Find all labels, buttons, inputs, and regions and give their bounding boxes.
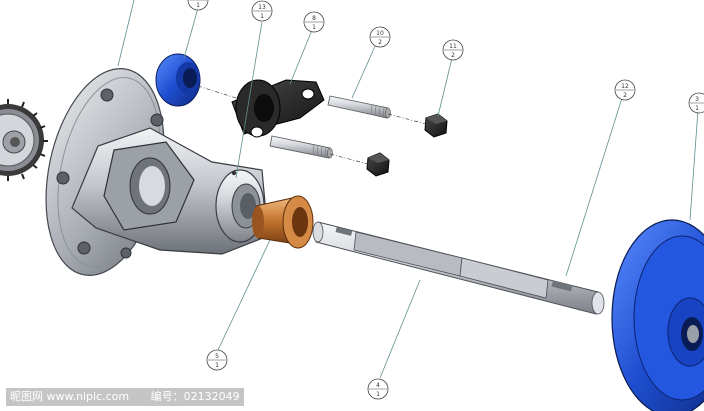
callout-7-bottom: 1	[196, 2, 200, 9]
watermark-id: 编号：02132049	[150, 390, 240, 403]
callout-4-bottom: 1	[376, 391, 380, 398]
callout-5: 5 1	[206, 349, 228, 371]
callout-11-top: 11	[449, 43, 457, 50]
callout-13-top: 13	[258, 4, 266, 11]
callout-11: 11 2	[442, 39, 464, 61]
callout-13: 13 1	[251, 0, 273, 22]
clamp-plate	[231, 79, 325, 138]
callout-4-top: 4	[376, 382, 380, 389]
gear-part	[0, 99, 48, 181]
callout-4: 4 1	[367, 378, 389, 400]
blue-bushing	[155, 53, 201, 107]
watermark-site: 昵图网 www.nipic.com	[10, 390, 130, 403]
callout-10-bottom: 2	[378, 39, 382, 46]
callout-10-top: 10	[376, 30, 384, 37]
stud-upper	[327, 95, 391, 119]
callout-13-bottom: 1	[260, 13, 264, 20]
callout-12: 12 2	[614, 79, 636, 101]
bronze-bushing	[252, 195, 314, 249]
callout-3-bottom: 1	[695, 105, 699, 112]
callout-8-top: 8	[312, 15, 316, 22]
callout-12-bottom: 2	[623, 92, 627, 99]
callout-5-bottom: 1	[215, 362, 219, 369]
callout-10: 10 2	[369, 26, 391, 48]
callout-3-top: 3	[695, 96, 699, 103]
callout-8-bottom: 1	[312, 24, 316, 31]
stud-lower	[269, 135, 333, 159]
site-watermark: 昵图网 www.nipic.com 编号：02132049	[6, 388, 244, 406]
callout-7: 7 1	[187, 0, 209, 11]
callout-11-bottom: 2	[451, 52, 455, 59]
callout-8: 8 1	[303, 11, 325, 33]
leader-lines	[117, 0, 699, 379]
housing-body	[71, 127, 269, 255]
callout-3: 3 1	[688, 92, 704, 114]
nut-upper	[424, 113, 448, 138]
nut-lower	[366, 152, 390, 177]
axis-lines	[197, 85, 427, 165]
callout-5-top: 5	[215, 353, 219, 360]
blue-pulley	[611, 219, 704, 411]
main-shaft	[312, 221, 605, 315]
callout-12-top: 12	[621, 83, 629, 90]
